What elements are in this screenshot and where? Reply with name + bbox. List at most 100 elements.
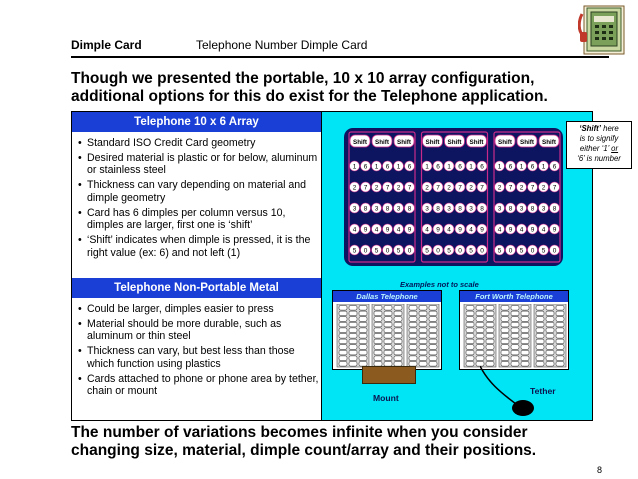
dimple (465, 202, 477, 214)
mini-dimple (348, 322, 358, 328)
dimple (382, 202, 393, 214)
mini-dimple (520, 327, 530, 333)
mini-dimple (338, 322, 348, 328)
mini-dimple (475, 327, 485, 333)
mini-dimple (500, 361, 510, 367)
mini-dimple (500, 333, 510, 339)
dimple-digit: 2 (353, 184, 357, 191)
dimple (505, 244, 516, 256)
mini-dimple (428, 316, 438, 322)
note-line4: ‘6’ is number (577, 154, 621, 163)
dimple-digit: 9 (436, 226, 440, 233)
fort-worth-card-title: Fort Worth Telephone (460, 291, 568, 302)
dimple-digit: 4 (353, 226, 357, 233)
mini-dimple (383, 355, 393, 361)
dimple (505, 223, 516, 235)
dimple (404, 244, 415, 256)
dimple (393, 181, 404, 193)
shift-dimple (466, 134, 487, 148)
mini-dimple (500, 310, 510, 316)
mini-dimple (465, 355, 475, 361)
dallas-dimple-grid (336, 304, 440, 368)
mini-dimple (418, 305, 428, 311)
mini-dimple (338, 338, 348, 344)
mini-dimple (348, 344, 358, 350)
mini-dimple (383, 310, 393, 316)
mini-dimple (338, 355, 348, 361)
dimple (443, 181, 455, 193)
mini-dimple (465, 344, 475, 350)
dimple-digit: 0 (509, 247, 513, 254)
mini-dimple (428, 355, 438, 361)
dimple (505, 181, 516, 193)
dimple (538, 244, 549, 256)
dimple (476, 244, 488, 256)
mini-dimple (555, 355, 565, 361)
bullet-item: Thickness can vary depending on material… (78, 179, 320, 204)
note-shift-word: ‘Shift’ (579, 124, 601, 133)
mini-dimple (338, 333, 348, 339)
mini-dimple (555, 305, 565, 311)
mini-dimple (555, 361, 565, 367)
page-number: 8 (597, 465, 603, 475)
mini-dimple (500, 355, 510, 361)
dimple (393, 223, 404, 235)
dimple (382, 223, 393, 235)
dimple (371, 181, 382, 193)
mini-dimple (535, 327, 545, 333)
dimple-digit: 9 (458, 226, 462, 233)
mini-dimple (408, 355, 418, 361)
mini-dimple (358, 344, 368, 350)
mini-dimple (418, 322, 428, 328)
dimple-digit: 4 (447, 226, 451, 233)
mini-dimple (358, 305, 368, 311)
dimple-digit: 1 (447, 163, 451, 170)
mini-dimple (418, 316, 428, 322)
shift-dimple (516, 134, 538, 148)
mini-dimple (510, 333, 520, 339)
mini-dimple (393, 305, 403, 311)
mini-dimple (428, 361, 438, 367)
dimple (421, 223, 433, 235)
dimple (454, 244, 466, 256)
mini-dimple (500, 316, 510, 322)
dimple-digit: 0 (364, 247, 368, 254)
mini-dimple (408, 338, 418, 344)
dimple-digit: 3 (353, 205, 357, 212)
mini-dimple (500, 327, 510, 333)
mini-dimple (408, 333, 418, 339)
mini-dimple (465, 361, 475, 367)
mini-dimple (465, 338, 475, 344)
mini-dimple (358, 327, 368, 333)
mini-dimple (545, 333, 555, 339)
dimple-digit: 4 (425, 226, 429, 233)
mini-dimple (418, 355, 428, 361)
mini-dimple (520, 322, 530, 328)
mini-dimple (485, 310, 495, 316)
mini-dimple (373, 338, 383, 344)
dimple (549, 244, 560, 256)
mini-dimple (545, 305, 555, 311)
mini-dimple (485, 361, 495, 367)
mini-dimple (510, 355, 520, 361)
mini-dimple (475, 350, 485, 356)
dimple-digit: 2 (498, 184, 502, 191)
mini-dimple (408, 344, 418, 350)
dimple-group-border (348, 131, 416, 263)
dimple (443, 244, 455, 256)
mini-dimple (373, 355, 383, 361)
tether-label: Tether (530, 386, 556, 396)
mini-dimple (428, 305, 438, 311)
mini-dimple (358, 355, 368, 361)
mini-dimple (555, 327, 565, 333)
shift-dimple (349, 134, 371, 148)
mini-dimple (393, 338, 403, 344)
dimple (454, 181, 466, 193)
dimple (476, 160, 488, 172)
bullet-item: Card has 6 dimples per column versus 10,… (78, 207, 320, 232)
dimple-digit: 7 (553, 184, 557, 191)
mini-dimple (555, 333, 565, 339)
dallas-telephone-card: Dallas Telephone (332, 290, 442, 370)
note-here: here (600, 124, 619, 133)
